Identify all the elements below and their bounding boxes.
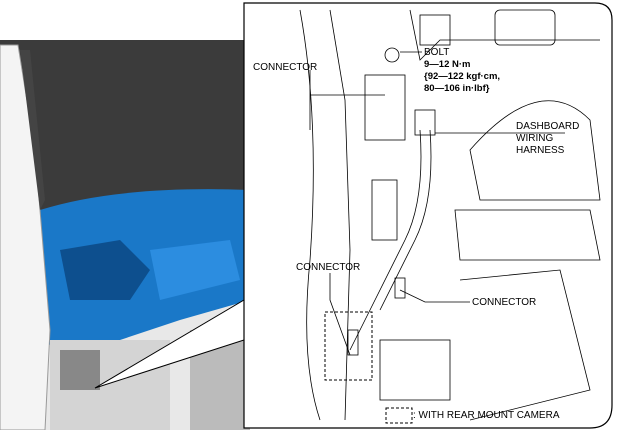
detail-callout — [243, 2, 613, 429]
torque-kgfcm: {92—122 kgf·cm, — [424, 71, 501, 82]
connector-label-top: CONNECTOR — [253, 62, 318, 73]
connector-label-right: CONNECTOR — [472, 297, 537, 308]
harness-label-2: WIRING — [516, 133, 554, 144]
torque-inlbf: 80—106 in·lbf} — [424, 83, 490, 94]
harness-label-1: DASHBOARD — [516, 121, 580, 132]
legend-dashed-box — [385, 407, 413, 424]
rear-camera-region — [324, 311, 373, 381]
connector-label-left: CONNECTOR — [296, 262, 361, 273]
bolt-label: BOLT — [424, 47, 450, 58]
legend-text: : WITH REAR MOUNT CAMERA — [413, 410, 560, 421]
torque-nm: 9—12 N·m — [424, 59, 471, 70]
harness-label-3: HARNESS — [516, 145, 565, 156]
